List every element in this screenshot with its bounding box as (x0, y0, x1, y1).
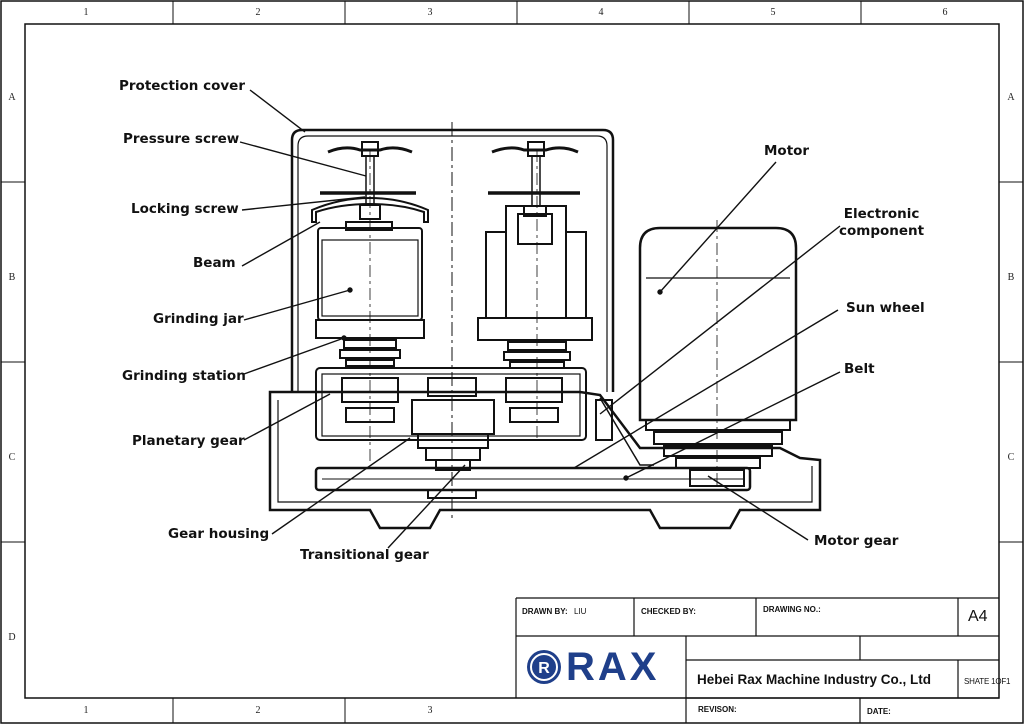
checked-by-label: CHECKED BY: (641, 607, 696, 616)
label-sun-wheel: Sun wheel (846, 300, 925, 316)
machine-drawing (268, 122, 822, 530)
zone-col-5: 5 (770, 7, 776, 18)
leader-lines (239, 89, 841, 549)
protection-cover (290, 128, 615, 392)
revision-label: REVISON: (698, 705, 737, 714)
left-handle (327, 146, 413, 154)
label-grinding-jar: Grinding jar (153, 311, 244, 327)
motor (638, 226, 798, 422)
sun-wheel-block (411, 399, 495, 435)
label-gear-housing: Gear housing (168, 526, 270, 542)
label-belt: Belt (844, 361, 875, 377)
label-transitional-gear: Transitional gear (300, 547, 429, 563)
left-planetary-gear (341, 377, 399, 403)
belt (314, 466, 752, 492)
electronic-component (595, 399, 613, 441)
motor-gear-block (689, 469, 745, 487)
right-planetary-gear (505, 377, 563, 403)
drawn-by-value: LIU (574, 607, 587, 616)
label-protection-cover: Protection cover (119, 78, 245, 94)
zone-col-4: 4 (598, 7, 604, 18)
base (268, 390, 822, 530)
logo-text: RAX (566, 645, 660, 689)
rax-logo-emblem: R (527, 650, 561, 684)
label-motor-gear: Motor gear (814, 533, 899, 549)
zone-row-b-right: B (1007, 272, 1015, 283)
zone-col-1: 1 (83, 7, 89, 18)
svg-text:R: R (538, 660, 550, 677)
drawn-by-label: DRAWN BY: (522, 607, 568, 616)
zone-row-a-left: A (8, 92, 16, 103)
label-electronic-component: Electronic component (839, 206, 925, 239)
right-handle (491, 146, 579, 154)
zone-row-c-right: C (1007, 452, 1015, 463)
label-beam: Beam (193, 255, 236, 271)
zone-row-c-left: C (8, 452, 16, 463)
sheet-size: A4 (968, 608, 988, 625)
zone-col-6: 6 (942, 7, 948, 18)
label-planetary-gear: Planetary gear (132, 433, 245, 449)
zone-col-3-bottom: 3 (427, 705, 433, 716)
label-grinding-station: Grinding station (122, 368, 246, 384)
drawing-no-label: DRAWING NO.: (763, 605, 821, 614)
sheet-number: SHATE 1OF1 (964, 677, 1011, 686)
title-block-lines (515, 597, 999, 723)
zone-row-a-right: A (1007, 92, 1015, 103)
zone-col-2: 2 (255, 7, 261, 18)
zone-col-1-bottom: 1 (83, 705, 89, 716)
zone-row-b-left: B (8, 272, 16, 283)
inner-border (24, 23, 1000, 699)
company-name: Hebei Rax Machine Industry Co., Ltd (697, 672, 932, 687)
label-motor: Motor (764, 143, 810, 159)
date-label: DATE: (867, 707, 891, 716)
left-beam (311, 196, 429, 223)
label-locking-screw: Locking screw (131, 201, 239, 217)
gear-housing (315, 367, 587, 441)
zone-col-3: 3 (427, 7, 433, 18)
zone-col-2-bottom: 2 (255, 705, 261, 716)
label-pressure-screw: Pressure screw (123, 131, 240, 147)
zone-row-d-left: D (8, 632, 16, 643)
